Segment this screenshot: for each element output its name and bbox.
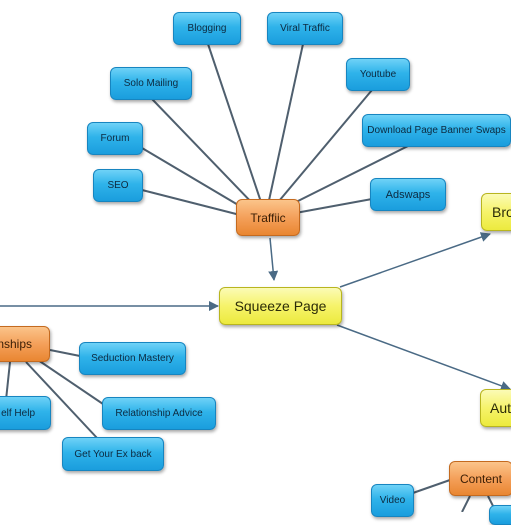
node-relationships[interactable]: nships	[0, 326, 50, 362]
node-auto[interactable]: Aut	[480, 389, 511, 427]
line-traffic-banner	[279, 139, 421, 211]
node-traffic[interactable]: Traffiic	[236, 199, 300, 236]
node-squeeze-page[interactable]: Squeeze Page	[219, 287, 342, 325]
node-content-label: Content	[459, 471, 503, 486]
connector-lines	[5, 43, 497, 512]
node-self-help-label: elf Help	[1, 407, 35, 419]
node-seduction-mastery[interactable]: Seduction Mastery	[79, 342, 186, 375]
line-traffic-forum	[141, 147, 251, 213]
node-self-help[interactable]: elf Help	[0, 396, 51, 430]
node-forum[interactable]: Forum	[87, 122, 143, 155]
arrows	[0, 232, 511, 391]
line-rel-selfhelp	[5, 361, 11, 401]
node-forum-label: Forum	[100, 133, 130, 144]
arrow-traffic-to-squeeze	[268, 237, 279, 281]
node-partial-bottom[interactable]	[489, 505, 511, 525]
node-solo-mailing-label: Solo Mailing	[123, 78, 179, 89]
node-adswaps[interactable]: Adswaps	[370, 178, 446, 211]
node-video-label: Video	[379, 495, 406, 506]
node-video[interactable]: Video	[371, 484, 414, 517]
node-seo-label: SEO	[107, 180, 129, 191]
node-get-your-ex-back[interactable]: Get Your Ex back	[62, 437, 164, 471]
line-rel-exback	[25, 361, 99, 440]
node-adswaps-label: Adswaps	[385, 188, 431, 201]
node-auto-label: Aut	[490, 400, 511, 416]
node-squeeze-page-label: Squeeze Page	[234, 298, 327, 314]
node-relationship-advice-label: Relationship Advice	[115, 408, 203, 419]
node-traffic-label: Traffiic	[250, 210, 286, 225]
node-blogging-label: Blogging	[187, 23, 227, 34]
line-traffic-solo	[151, 98, 257, 208]
node-seo[interactable]: SEO	[93, 169, 143, 202]
node-bro-label: Bro	[492, 204, 511, 220]
node-solo-mailing[interactable]: Solo Mailing	[110, 67, 192, 100]
line-traffic-viral	[267, 43, 304, 206]
node-viral-traffic[interactable]: Viral Traffic	[267, 12, 343, 45]
node-bro[interactable]: Bro	[481, 193, 511, 231]
node-download-page-banner-swaps-label: Download Page Banner Swaps	[367, 125, 506, 136]
mind-map-canvas	[0, 43, 511, 512]
line-rel-advice	[37, 359, 104, 405]
node-relationship-advice[interactable]: Relationship Advice	[102, 397, 216, 430]
line-traffic-adswaps	[289, 198, 373, 215]
line-traffic-blogging	[207, 43, 263, 206]
line-traffic-youtube	[273, 89, 373, 208]
arrow-squeeze-to-bro	[339, 232, 491, 288]
line-rel-seduction	[49, 349, 81, 357]
node-seduction-mastery-label: Seduction Mastery	[91, 353, 174, 364]
node-content[interactable]: Content	[449, 461, 511, 496]
node-download-page-banner-swaps[interactable]: Download Page Banner Swaps	[362, 114, 511, 147]
line-traffic-seo	[141, 189, 245, 217]
node-relationships-label: nships	[0, 337, 32, 351]
line-content-down1	[461, 495, 471, 512]
arrow-squeeze-to-auto	[336, 324, 511, 391]
node-viral-traffic-label: Viral Traffic	[280, 23, 330, 34]
node-blogging[interactable]: Blogging	[173, 12, 241, 45]
node-get-your-ex-back-label: Get Your Ex back	[74, 448, 152, 460]
line-content-video	[409, 479, 451, 495]
node-youtube[interactable]: Youtube	[346, 58, 410, 91]
node-youtube-label: Youtube	[359, 69, 397, 80]
